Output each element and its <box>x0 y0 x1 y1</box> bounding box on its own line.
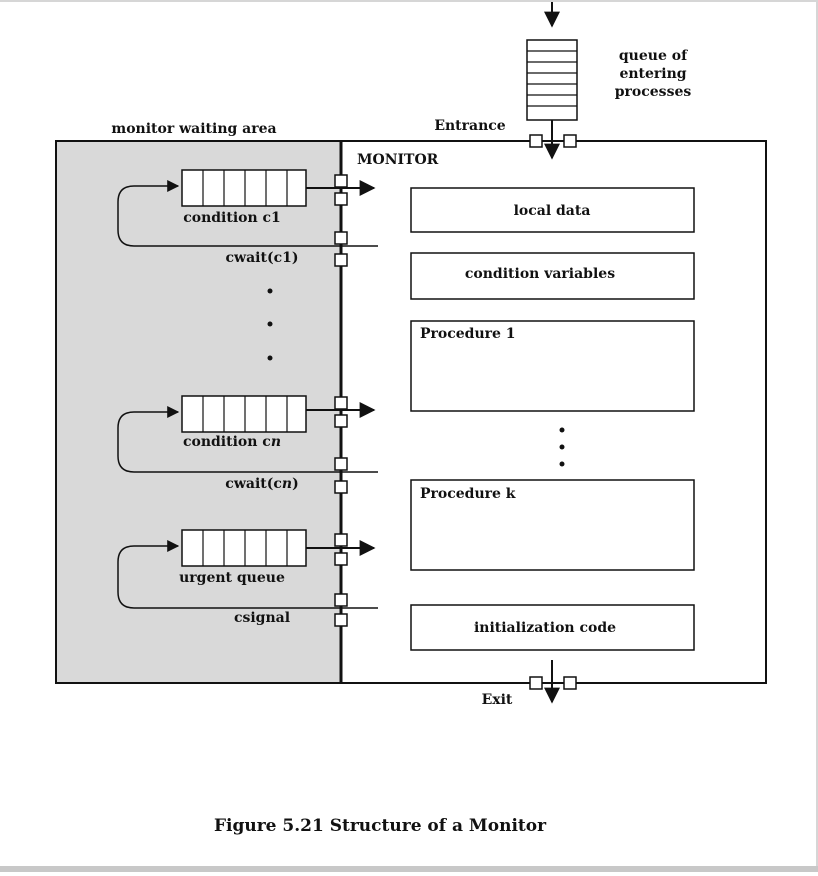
ellipsis-dot <box>559 461 565 467</box>
local-data-label: local data <box>514 203 591 219</box>
bottom-border <box>0 866 818 872</box>
entrance-gate <box>529 134 577 148</box>
exit-label: Exit <box>482 692 513 708</box>
condition-variables-label: condition variables <box>465 266 615 282</box>
entering-queue <box>526 0 578 160</box>
queue-entering-label-3: processes <box>615 84 692 100</box>
cwait-cn-label: cwait(cn) <box>225 476 298 492</box>
condition-group-c1 <box>117 169 378 267</box>
condition-c1-label: condition c1 <box>183 210 281 226</box>
ellipsis-dot <box>267 355 273 361</box>
waiting-area-label: monitor waiting area <box>111 121 276 137</box>
ellipsis-dot <box>559 444 565 450</box>
procedure-k-label: Procedure k <box>420 486 516 502</box>
right-border <box>816 0 818 872</box>
urgent-queue-group <box>117 529 378 627</box>
ellipsis-dot <box>267 321 273 327</box>
local-data-box <box>410 187 695 233</box>
initialization-code-label: initialization code <box>474 620 616 636</box>
csignal-label: csignal <box>234 610 290 626</box>
monitor-label: MONITOR <box>357 152 439 168</box>
ellipsis-dot <box>559 427 565 433</box>
figure-caption: Figure 5.21 Structure of a Monitor <box>213 816 547 836</box>
urgent-queue-label: urgent queue <box>179 570 285 586</box>
queue-entering-label-1: queue of <box>619 48 688 64</box>
top-border <box>0 0 818 2</box>
procedure-k-box <box>410 479 695 571</box>
exit-gate <box>529 660 577 704</box>
cwait-c1-label: cwait(c1) <box>226 250 299 266</box>
queue-entering-label-2: entering <box>619 66 686 82</box>
condition-variables-box <box>410 252 695 300</box>
ellipsis-dot <box>267 288 273 294</box>
condition-cn-label: condition cn <box>183 434 281 450</box>
procedure-1-box <box>410 320 695 412</box>
procedure-1-label: Procedure 1 <box>420 326 516 342</box>
entrance-label: Entrance <box>434 118 505 134</box>
condition-group-cn <box>117 395 378 494</box>
initialization-code-box <box>410 604 695 651</box>
